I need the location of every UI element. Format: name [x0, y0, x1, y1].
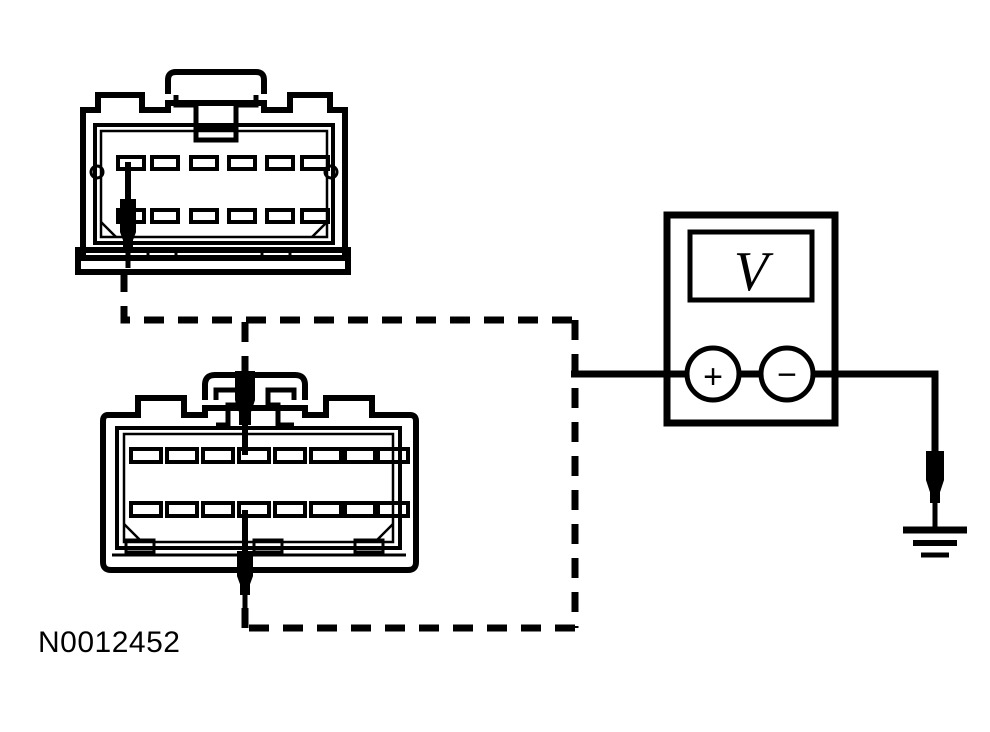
lower-pin-top-7	[343, 447, 377, 464]
upper-pin-top-5	[265, 155, 295, 171]
figure-id-label: N0012452	[38, 626, 181, 659]
lower-connector-inner-body-2	[122, 432, 395, 544]
upper-connector-flange	[75, 247, 351, 275]
lower-connector-pins-top-row	[129, 447, 410, 464]
chassis-ground	[903, 451, 967, 558]
upper-connector-inner-body-2	[99, 129, 329, 239]
lower-pin-top-2	[165, 447, 199, 464]
ground-probe-body	[926, 451, 944, 503]
upper-pin-bottom-2	[150, 208, 180, 224]
lower-pin-top-8	[376, 447, 410, 464]
upper-connector-flange-tab-right	[260, 247, 292, 261]
lower-pin-top-6	[309, 447, 343, 464]
lower-connector-pins-bottom-row	[129, 501, 410, 518]
lower-connector-tab-left	[124, 538, 156, 554]
multimeter-display	[687, 229, 815, 303]
lower-connector-inner-body	[115, 426, 402, 550]
upper-connector[interactable]	[75, 69, 351, 275]
upper-connector-pins-bottom-row	[116, 208, 330, 224]
upper-pin-bottom-6	[300, 208, 330, 224]
multimeter-positive-terminal[interactable]: +	[684, 345, 742, 403]
lower-pin-top-4	[237, 447, 271, 464]
upper-connector-nub-left	[89, 164, 105, 180]
multimeter-negative-terminal[interactable]: −	[758, 345, 816, 403]
positive-terminal-ring	[684, 345, 742, 403]
positive-terminal-symbol: +	[703, 358, 723, 396]
upper-pin-top-6	[300, 155, 330, 171]
lower-pin-bottom-3	[201, 501, 235, 518]
test-probe-lower-bottom[interactable]	[237, 510, 253, 608]
multimeter[interactable]: V + −	[663, 211, 839, 427]
lower-connector-tab-right	[353, 538, 385, 554]
lower-pin-top-5	[273, 447, 307, 464]
lower-pin-bottom-2	[165, 501, 199, 518]
test-probe-lower-top-body	[235, 371, 255, 425]
lower-connector-shell-outline	[100, 395, 419, 573]
test-probe-upper-body	[120, 199, 136, 253]
lower-pin-bottom-1	[129, 501, 163, 518]
multimeter-display-value: V	[734, 241, 774, 303]
upper-pin-top-3	[189, 155, 219, 171]
lower-pin-bottom-5	[273, 501, 307, 518]
lower-pin-bottom-8	[376, 501, 410, 518]
test-probe-lower-top[interactable]	[235, 371, 255, 455]
upper-connector-pins-top-row	[116, 155, 330, 171]
negative-terminal-symbol: −	[777, 356, 797, 394]
lower-pin-bottom-7	[343, 501, 377, 518]
lower-pin-bottom-6	[309, 501, 343, 518]
upper-pin-bottom-3	[189, 208, 219, 224]
upper-pin-top-4	[227, 155, 257, 171]
lower-pin-bottom-4	[237, 501, 271, 518]
lower-connector-tab-mid	[252, 538, 284, 554]
upper-connector-shell-outline	[80, 92, 348, 261]
upper-pin-bottom-4	[227, 208, 257, 224]
test-probe-upper[interactable]	[120, 162, 136, 268]
upper-connector-nub-right	[323, 164, 339, 180]
upper-connector-latch-notch	[193, 128, 239, 143]
meter-negative-lead	[835, 370, 939, 455]
lower-pin-top-3	[201, 447, 235, 464]
test-probe-lower-bottom-body	[237, 551, 253, 595]
upper-pin-top-2	[150, 155, 180, 171]
dashed-lead-upper	[120, 272, 575, 324]
negative-terminal-ring	[758, 345, 816, 403]
upper-connector-cavity-chamfer-left	[100, 221, 117, 238]
upper-connector-flange-tab-left	[146, 247, 178, 261]
lower-connector[interactable]	[100, 371, 419, 608]
upper-connector-cavity-chamfer-right	[311, 221, 328, 238]
upper-connector-inner-body	[93, 123, 335, 245]
upper-connector-latch-arch	[165, 69, 267, 94]
upper-pin-bottom-5	[265, 208, 295, 224]
lower-pin-top-1	[129, 447, 163, 464]
